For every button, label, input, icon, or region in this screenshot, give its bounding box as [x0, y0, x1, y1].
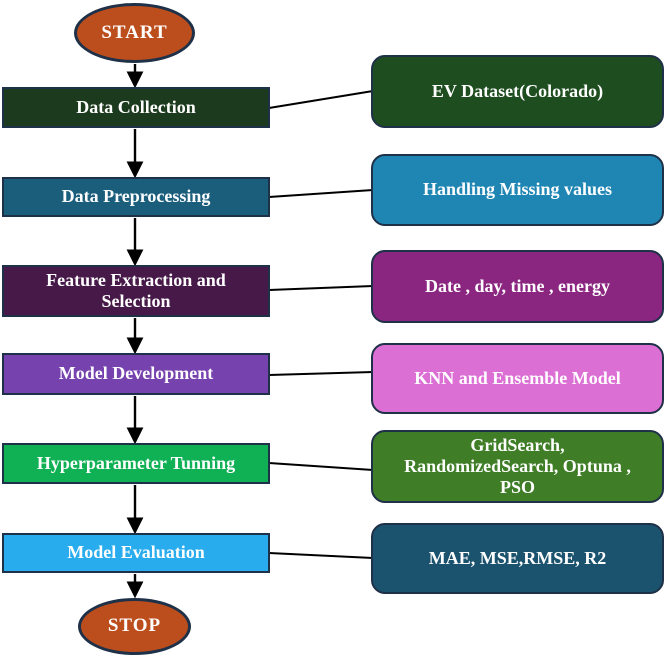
detail-knn-ensemble-model: KNN and Ensemble Model	[371, 343, 664, 414]
detail-handling-missing-values: Handling Missing values	[371, 154, 664, 226]
line-preprocessing-to-missing	[268, 189, 374, 198]
step-data-collection: Data Collection	[2, 87, 270, 128]
step-model-evaluation: Model Evaluation	[2, 533, 270, 573]
detail-date-day-time-energy: Date , day, time , energy	[371, 250, 664, 323]
line-evaluation-to-metrics	[268, 552, 374, 559]
step-data-preprocessing: Data Preprocessing	[2, 177, 270, 217]
detail-connector-lines	[268, 90, 374, 559]
detail-search-optimizers: GridSearch, RandomizedSearch, Optuna , P…	[371, 430, 664, 503]
line-development-to-models	[268, 371, 374, 376]
start-terminal: START	[74, 3, 195, 63]
stop-terminal: STOP	[78, 598, 191, 655]
detail-ev-dataset: EV Dataset(Colorado)	[371, 55, 664, 128]
line-collection-to-dataset	[268, 90, 374, 109]
step-feature-extraction-selection: Feature Extraction and Selection	[2, 265, 270, 317]
step-model-development: Model Development	[2, 353, 270, 395]
line-feature-to-attributes	[268, 285, 374, 291]
line-tuning-to-optimizers	[268, 462, 374, 471]
detail-error-metrics: MAE, MSE,RMSE, R2	[371, 523, 664, 594]
step-hyperparameter-tuning: Hyperparameter Tunning	[2, 443, 270, 484]
